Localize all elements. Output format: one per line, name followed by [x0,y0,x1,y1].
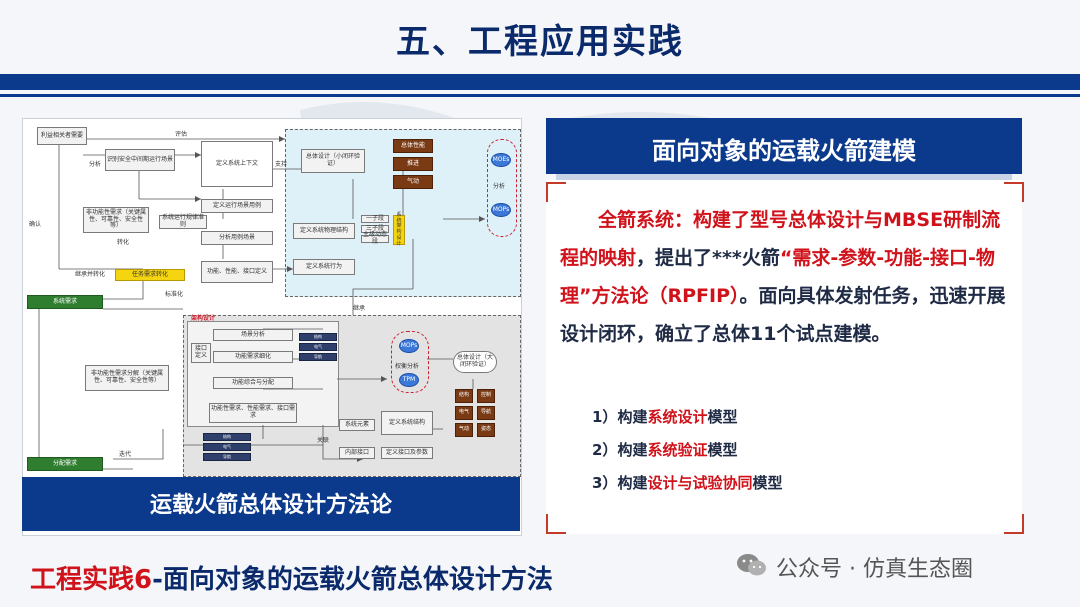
para-lead: 全箭系统：构建了 [598,209,751,231]
list-item-1: 1）构建系统设计模型 [592,408,738,426]
node-alloc-1: 结构 [203,433,251,441]
para-mid: ，提出了***火箭 [636,247,780,269]
node-mcps: MOPs [399,339,419,353]
node-overall-small: 总体设计（小闭环验证） [301,149,365,173]
node-sub-4: 导航 [477,406,495,420]
node-identify-scenario: 识别安全中间期运行场景 [105,149,175,171]
node-define-context: 定义系统上下文 [201,141,273,187]
para-highlight-2: “需求-参数-功能-接口-物理”方法论（RPFIP） [560,247,995,307]
right-panel-title: 面向对象的运载火箭建模 [652,137,916,165]
node-func-alloc: 功能综合与分配 [213,377,293,389]
label-analysis: 分析 [493,183,506,190]
mops-group [391,331,429,393]
right-panel-header [546,118,1022,174]
node-alloc-3: 导航 [203,453,251,461]
node-sub-6: 姿态 [477,423,495,437]
para-highlight-1: 型号总体设计与MBSE研制流程的映射 [560,209,1001,269]
node-nonfunc-req: 非功能性需求分解（关键属性、可靠性、安全性等） [85,365,169,391]
node-sub-2: 控制 [477,389,495,403]
corner-bracket-br [1004,514,1024,534]
label-eval: 评估 [175,131,188,138]
corner-bracket-tl [546,182,566,202]
node-nonfunc-top: 非功能性需求（关键属性、可靠性、安全性等） [83,207,149,233]
node-mode-c: 主级动态段 [361,231,389,245]
node-iface-def: 接口定义 [191,343,211,363]
node-overall-big: 总体设计（大闭环验证） [453,351,497,373]
node-sub-table-1: 结构 [299,333,337,341]
node-sub-5: 气动 [455,423,473,437]
node-sys-arch: 系统架构设计 [393,212,405,246]
node-define-behavior: 定义系统行为 [293,259,355,275]
diagram-caption: 运载火箭总体设计方法论 [149,493,392,518]
node-analyze-scenario: 分析用例场景 [201,231,273,245]
node-define-scenario: 定义运行场景用例 [201,199,273,213]
para-tail: 。面向具体发射任务，迅速开展设计闭环，确立了总体11个试点建模。 [560,285,1006,345]
label-iterate: 迭代 [119,451,132,458]
node-perf-1: 总体性能 [393,139,433,153]
node-func-req: 功能需求细化 [213,351,293,363]
node-func-iface: 功能性需求、性能需求、接口需求 [209,403,297,423]
watermark-text: 公众号 · 仿真生态圈 [776,557,973,582]
footer-label-red: 工程实践6 [30,565,153,595]
node-alloc-2: 电气 [203,443,251,451]
node-iface: 内部接口 [339,447,375,459]
node-func-perf-iface: 功能、性能、接口定义 [201,261,273,283]
wechat-icon [737,554,766,576]
node-sub-table-3: 导航 [299,353,337,361]
node-sys-rules: 系统运行规律准则 [159,214,207,229]
node-sub-table-2: 电气 [299,343,337,351]
node-def-sys-struct: 定义系统结构 [381,411,433,435]
node-sub-3: 电气 [455,406,473,420]
footer-label-rest: -面向对象的运载火箭总体设计方法 [152,565,553,595]
node-mode-b: 三子段 [361,225,389,233]
right-panel-body [546,180,1022,534]
title-band-thin [0,94,1080,97]
methodology-diagram: 利益相关者需要 识别安全中间期运行场景 定义系统上下文 非功能性需求（关键属性、… [22,118,522,536]
header-shadow [556,174,1012,180]
node-perf-3: 气动 [393,175,433,189]
corner-bracket-tr [1004,182,1024,202]
node-mops-top: MOPs [491,203,511,217]
node-task-req: 任务需求转化 [115,269,185,281]
label-convert: 转化 [117,239,130,246]
label-trade: 权衡分析 [395,363,420,370]
node-stakeholder: 利益相关者需要 [37,127,87,145]
node-moes: MOEs [491,153,511,167]
footer-title: 工程实践6-面向对象的运载火箭总体设计方法 [30,559,553,596]
label-relate: 关联 [317,437,330,444]
label-arch-design: 架构设计 [191,315,216,322]
label-trace2: 继承 [353,305,366,312]
label-support: 支持 [275,161,288,168]
node-mode-a: 一子段 [361,215,389,223]
list-item-2: 2）构建系统验证模型 [592,441,738,459]
node-tpm: TPM [399,373,419,387]
node-alloc-req: 分配需求 [27,457,103,471]
node-define-struct: 定义系统物理结构 [293,223,355,239]
corner-bracket-bl [546,514,566,534]
node-sub-1: 结构 [455,389,473,403]
list-item-3: 3）构建设计与试验协同模型 [592,474,783,492]
node-def-iface-param: 定义接口及参数 [381,447,433,459]
description-paragraph: 全箭系统：构建了型号总体设计与MBSE研制流程的映射，提出了***火箭“需求-参… [560,201,1012,353]
label-trace: 继承并转化 [75,271,106,278]
slide-title: 五、工程应用实践 [396,22,684,62]
node-sys-elem: 系统元素 [339,419,375,431]
caption-bar [22,477,520,531]
node-perf-2: 推进 [393,157,433,171]
node-sys-req: 系统需求 [27,295,103,309]
label-standard: 标准化 [165,291,184,298]
node-scene-analysis: 场景分析 [213,329,293,341]
label-analysis-left: 分析 [89,161,102,168]
moes-group [487,139,517,237]
label-confirm: 确认 [29,221,42,228]
diagram-connectors [38,136,485,470]
title-band [0,74,1080,90]
